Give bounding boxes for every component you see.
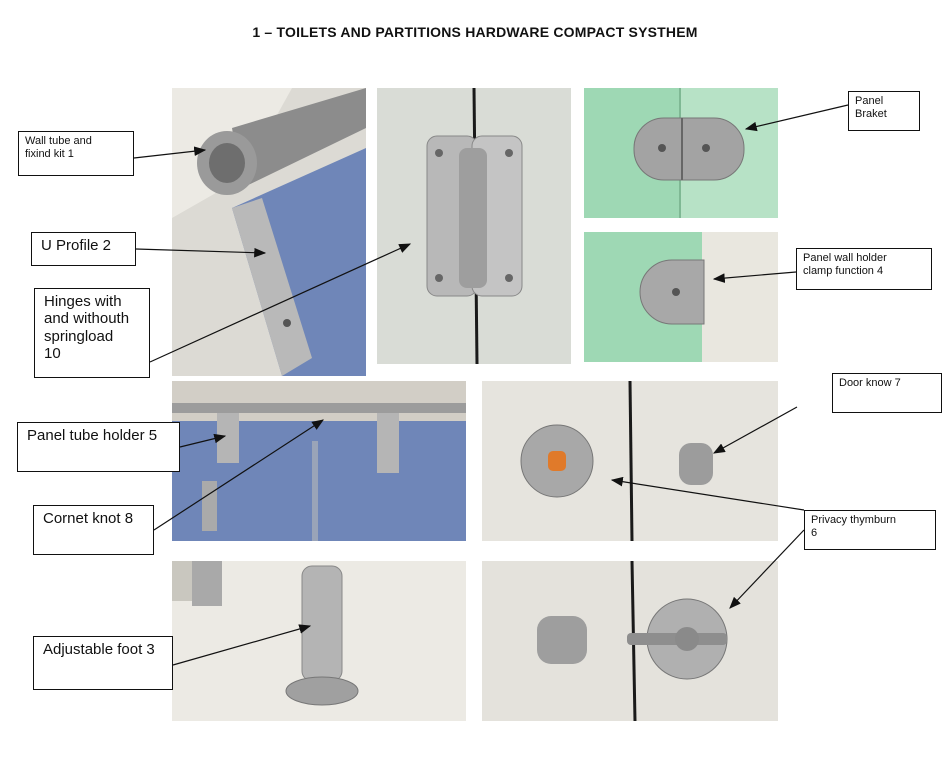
label-door-know: Door know 7 xyxy=(832,373,942,413)
photo-lock-door-knob xyxy=(482,381,778,541)
photo-adjustable-foot xyxy=(172,561,466,721)
label-u-profile: U Profile 2 xyxy=(31,232,136,266)
photo-panel-tube-holder xyxy=(172,381,466,541)
label-wall-tube: Wall tube and fixind kit 1 xyxy=(18,131,134,176)
label-panel-tube-holder: Panel tube holder 5 xyxy=(17,422,180,472)
label-adjustable-foot: Adjustable foot 3 xyxy=(33,636,173,690)
photo-wall-tube-u-profile xyxy=(172,88,366,376)
label-privacy-thymbum: Privacy thymburn 6 xyxy=(804,510,936,550)
page-title: 1 – TOILETS AND PARTITIONS HARDWARE COMP… xyxy=(252,24,698,40)
label-panel-bracket: Panel Braket xyxy=(848,91,920,131)
label-panel-wall-holder: Panel wall holder clamp function 4 xyxy=(796,248,932,290)
label-cornet-knot: Cornet knot 8 xyxy=(33,505,154,555)
photo-panel-wall-holder xyxy=(584,232,778,362)
photo-privacy-thumb-turn xyxy=(482,561,778,721)
label-hinges: Hinges with and withouth springload 10 xyxy=(34,288,150,378)
photo-panel-bracket xyxy=(584,88,778,218)
photo-hinge xyxy=(377,88,571,364)
